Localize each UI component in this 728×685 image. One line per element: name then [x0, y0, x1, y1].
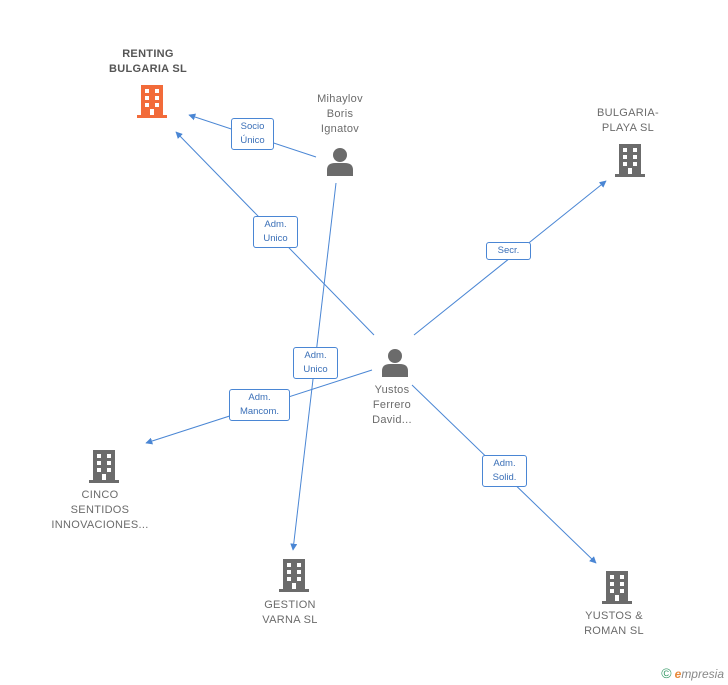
node-mihaylov-label[interactable]: Mihaylov Boris Ignatov: [317, 93, 363, 135]
building-icon[interactable]: [88, 449, 120, 483]
edge-label-socio-unico[interactable]: Socio Único: [231, 118, 274, 150]
copyright-icon: ©: [661, 665, 672, 681]
node-yustos-label[interactable]: Yustos Ferrero David...: [372, 384, 412, 426]
node-cinco-sentidos-label[interactable]: CINCO SENTIDOS INNOVACIONES...: [51, 489, 149, 531]
person-icon[interactable]: [325, 146, 355, 176]
edge-label-secr[interactable]: Secr.: [486, 242, 531, 260]
brand-logo-initial: e: [674, 667, 682, 681]
edge-label-adm-solid[interactable]: Adm. Solid.: [482, 455, 527, 487]
building-icon[interactable]: [601, 570, 633, 604]
edge-label-adm-unico-renting[interactable]: Adm. Unico: [253, 216, 298, 248]
person-icon[interactable]: [380, 347, 410, 377]
building-icon[interactable]: [614, 143, 646, 177]
building-icon[interactable]: [136, 84, 168, 118]
node-bulgaria-playa-label[interactable]: BULGARIA- PLAYA SL: [597, 107, 659, 134]
building-icon[interactable]: [278, 558, 310, 592]
edge-label-adm-mancom[interactable]: Adm. Mancom.: [229, 389, 290, 421]
node-renting-bulgaria-label[interactable]: RENTING BULGARIA SL: [108, 48, 188, 75]
brand-logo-text: mpresia: [681, 667, 724, 681]
node-gestion-varna-label[interactable]: GESTION VARNA SL: [262, 599, 318, 626]
edge-label-adm-unico-gestion[interactable]: Adm. Unico: [293, 347, 338, 379]
brand-footer[interactable]: ©empresia: [661, 665, 724, 681]
node-yustos-roman-label[interactable]: YUSTOS & ROMAN SL: [584, 610, 644, 637]
